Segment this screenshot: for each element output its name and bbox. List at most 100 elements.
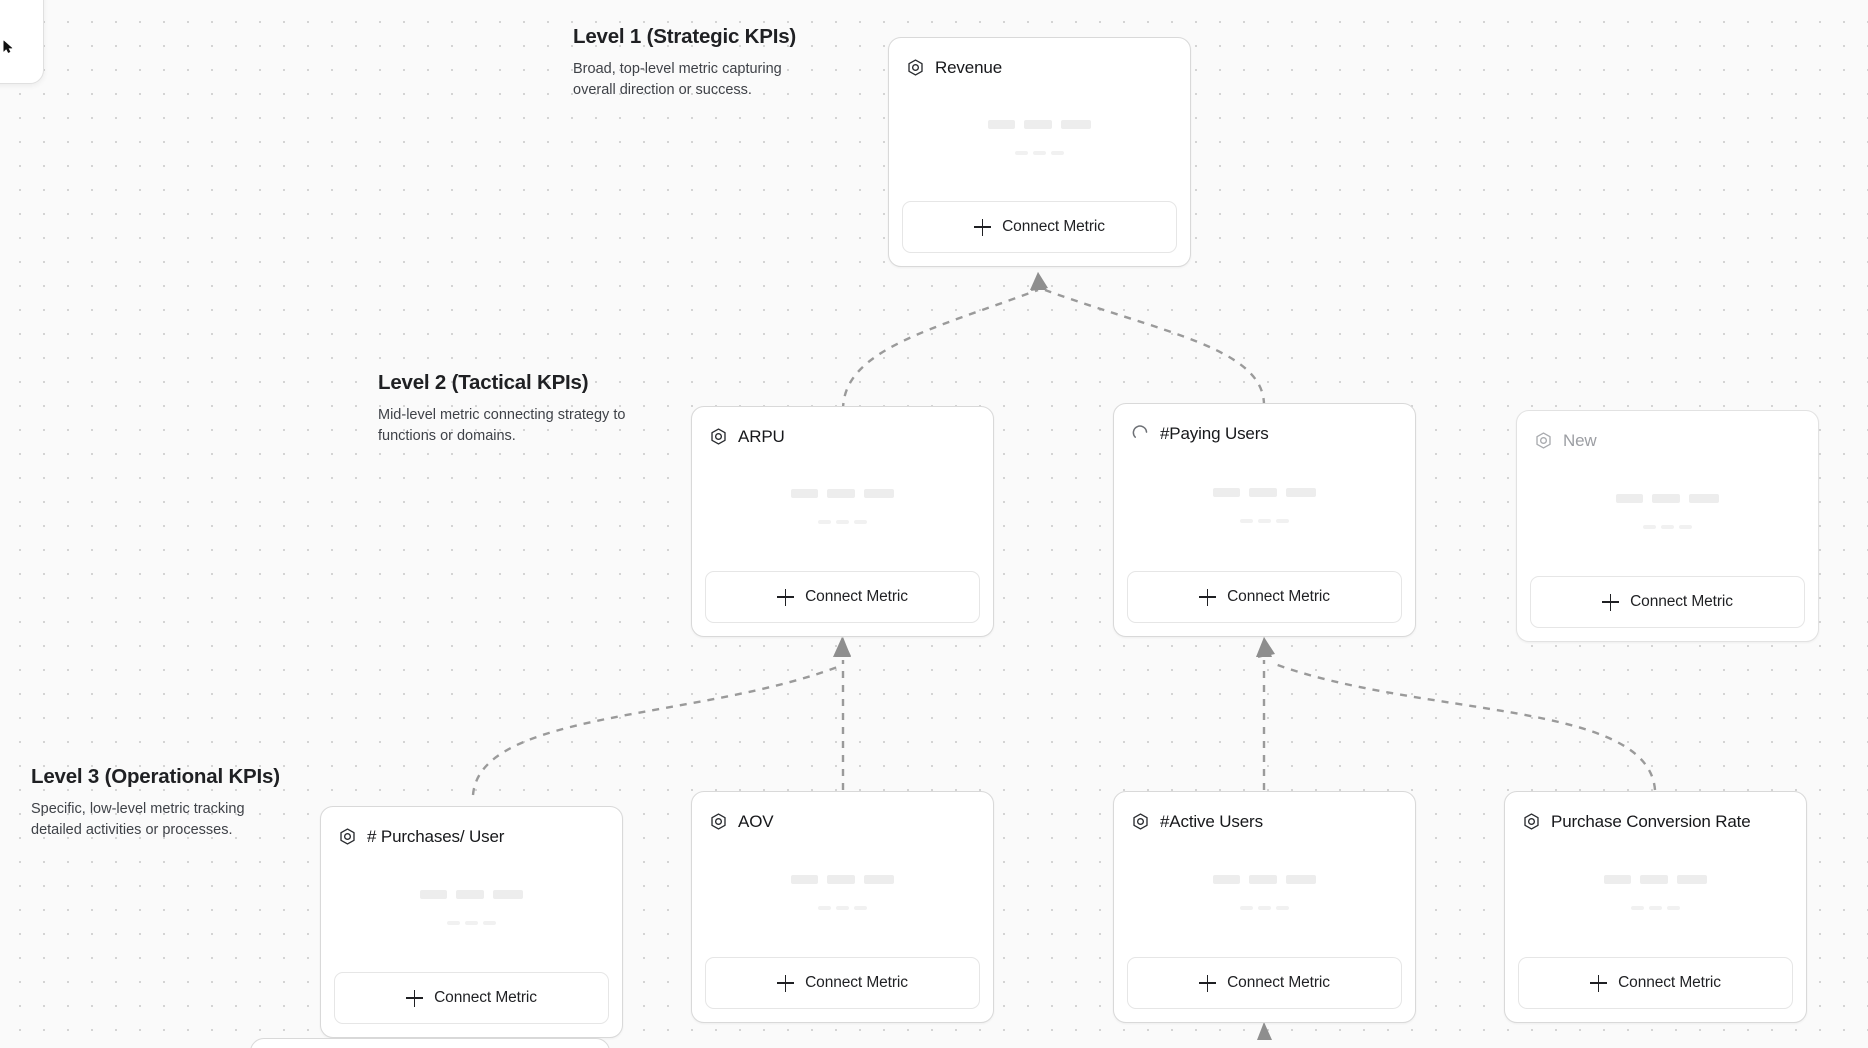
card-skeleton-body (1530, 454, 1805, 576)
skeleton-bar (836, 520, 849, 524)
skeleton-bar (1652, 493, 1680, 503)
level-2-title: Level 2 (Tactical KPIs) (378, 371, 589, 394)
skeleton-row-primary (1213, 487, 1316, 497)
connect-metric-label: Connect Metric (1227, 588, 1330, 605)
connect-metric-button[interactable]: Connect Metric (334, 972, 609, 1024)
card-title: AOV (738, 811, 774, 831)
skeleton-bar (827, 489, 855, 498)
plus-icon (406, 989, 424, 1007)
skeleton-row-secondary (1240, 518, 1289, 523)
connect-metric-button[interactable]: Connect Metric (902, 201, 1177, 253)
connect-metric-button[interactable]: Connect Metric (705, 571, 980, 623)
edge-active-users-to-paying-users (1256, 637, 1272, 790)
skeleton-bar (1667, 905, 1680, 910)
hexagon-target-icon (1536, 432, 1551, 449)
skeleton-row-secondary (1643, 524, 1692, 529)
connect-metric-button[interactable]: Connect Metric (705, 957, 980, 1009)
skeleton-bar (420, 889, 447, 899)
metric-card-purchases-user[interactable]: # Purchases/ User Connect Metric (320, 806, 623, 1038)
skeleton-bar (1249, 487, 1277, 497)
skeleton-bar (1276, 905, 1289, 910)
level-1-description: Broad, top-level metric capturing overal… (573, 61, 782, 98)
skeleton-bar (456, 889, 484, 899)
card-skeleton-body (902, 81, 1177, 201)
card-skeleton-body (1127, 447, 1402, 571)
metric-card-active-users[interactable]: #Active Users Connect Metric (1113, 791, 1416, 1023)
metric-card-new[interactable]: New Connect Metric (1516, 410, 1819, 642)
card-header: ARPU (705, 420, 980, 450)
skeleton-row-secondary (1015, 150, 1064, 155)
connect-metric-button[interactable]: Connect Metric (1127, 571, 1402, 623)
skeleton-bar (1640, 874, 1668, 884)
skeleton-bar (493, 889, 523, 899)
skeleton-row-primary (988, 119, 1091, 129)
metric-card-revenue[interactable]: Revenue Connect Metric (888, 37, 1191, 267)
card-skeleton-body (334, 850, 609, 972)
skeleton-row-primary (791, 489, 894, 498)
card-header: Revenue (902, 51, 1177, 81)
edge-paying-users-to-revenue (1031, 272, 1266, 406)
skeleton-bar (1661, 524, 1674, 529)
metric-card-paying-users[interactable]: #Paying Users Connect Metric (1113, 403, 1416, 637)
card-title: #Active Users (1160, 811, 1263, 831)
level-1-title: Level 1 (Strategic KPIs) (573, 25, 797, 48)
skeleton-bar (1249, 874, 1277, 884)
skeleton-bar (818, 905, 831, 910)
skeleton-bar (465, 920, 478, 925)
plus-icon (1602, 593, 1620, 611)
skeleton-bar (864, 489, 894, 498)
card-header: Purchase Conversion Rate (1518, 805, 1793, 835)
level-3-description: Specific, low-level metric tracking deta… (31, 801, 245, 838)
skeleton-bar (988, 119, 1015, 129)
metric-card-arpu[interactable]: ARPU Connect Metric (691, 406, 994, 637)
skeleton-bar (1604, 874, 1631, 884)
skeleton-bar (791, 874, 818, 884)
skeleton-bar (447, 920, 460, 925)
connect-metric-button[interactable]: Connect Metric (1530, 576, 1805, 628)
connect-metric-label: Connect Metric (1618, 974, 1721, 991)
edge-arpu-to-revenue (841, 272, 1047, 411)
skeleton-row-primary (1604, 874, 1707, 884)
skeleton-bar (791, 489, 818, 498)
skeleton-bar (1679, 524, 1692, 529)
plus-icon (974, 218, 992, 236)
card-skeleton-body (705, 450, 980, 571)
card-header: #Paying Users (1127, 417, 1402, 447)
card-header: New (1530, 424, 1805, 454)
connect-metric-button[interactable]: Connect Metric (1518, 957, 1793, 1009)
skeleton-row-secondary (1631, 905, 1680, 910)
hexagon-target-icon (711, 813, 726, 830)
hexagon-target-icon (711, 428, 726, 445)
level-2-description: Mid-level metric connecting strategy to … (378, 407, 626, 444)
connect-metric-label: Connect Metric (805, 588, 908, 605)
card-title: ARPU (738, 426, 785, 446)
skeleton-bar (1213, 874, 1240, 884)
metric-card-conversion-rate[interactable]: Purchase Conversion Rate Connect Metric (1504, 791, 1807, 1023)
skeleton-bar (1643, 524, 1656, 529)
connect-metric-label: Connect Metric (434, 989, 537, 1006)
connect-metric-button[interactable]: Connect Metric (1127, 957, 1402, 1009)
level-3-label: Level 3 (Operational KPIs) Specific, low… (31, 765, 281, 840)
card-header: #Active Users (1127, 805, 1402, 835)
connect-metric-label: Connect Metric (1630, 593, 1733, 610)
skeleton-row-primary (420, 889, 523, 899)
edge-aov-to-arpu (835, 637, 851, 790)
skeleton-bar (1689, 493, 1719, 503)
hexagon-target-icon (340, 828, 355, 845)
skeleton-bar (1258, 905, 1271, 910)
metric-card-aov[interactable]: AOV Connect Metric (691, 791, 994, 1023)
skeleton-bar (1061, 119, 1091, 129)
skeleton-row-secondary (447, 920, 496, 925)
skeleton-bar (818, 520, 831, 524)
skeleton-bar (854, 905, 867, 910)
skeleton-bar (1240, 905, 1253, 910)
skeleton-bar (1051, 150, 1064, 155)
edge-stub-bottom (1257, 1022, 1272, 1040)
floating-toolbar-panel[interactable] (0, 0, 44, 84)
metric-card-offscreen-bottom[interactable] (250, 1038, 610, 1048)
skeleton-bar (1024, 119, 1052, 129)
plus-icon (777, 974, 795, 992)
hexagon-target-icon (1133, 813, 1148, 830)
skeleton-bar (483, 920, 496, 925)
